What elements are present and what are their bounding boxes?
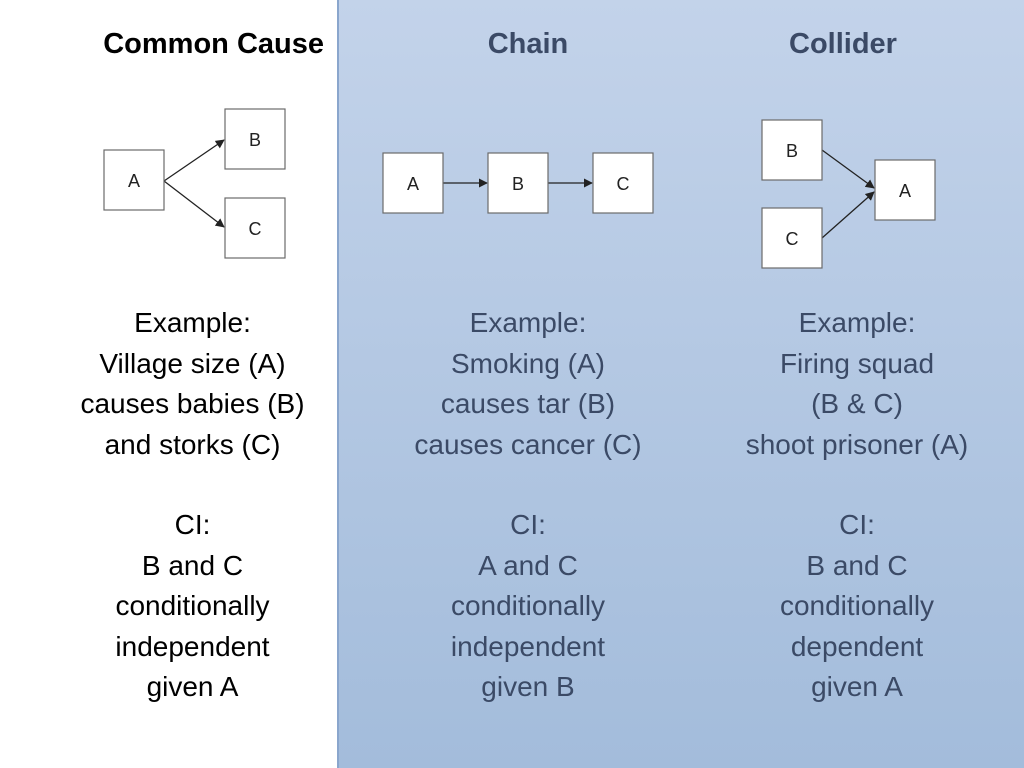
svg-text:C: C: [786, 229, 799, 249]
example-text: Example: Smoking (A) causes tar (B) caus…: [378, 303, 678, 465]
example-line: and storks (C): [104, 428, 281, 460]
heading-common-cause: Common Cause: [103, 28, 324, 60]
ci-text: CI: B and C conditionally independent gi…: [40, 505, 345, 708]
svg-text:B: B: [786, 141, 798, 161]
svg-text:B: B: [512, 174, 524, 194]
edge-a-to-c: [163, 180, 225, 228]
example-line: shoot prisoner (A): [745, 428, 969, 460]
ci-line: given B: [481, 671, 575, 702]
example-line: (B & C): [811, 388, 903, 419]
example-line: causes babies (B): [80, 388, 305, 419]
column-chain: Chain Example: Smoking (A) causes tar (B…: [378, 0, 678, 768]
example-text: Example: Village size (A) causes babies …: [40, 303, 345, 465]
node-b: B: [487, 152, 549, 214]
svg-text:A: A: [128, 171, 140, 191]
ci-line: CI:: [839, 509, 875, 540]
example-line: Firing squad: [779, 347, 935, 379]
edge-a-to-b: [163, 139, 225, 182]
ci-line: independent: [115, 630, 270, 662]
ci-line: given A: [811, 671, 903, 702]
edge-c-to-a: [821, 191, 875, 239]
svg-text:C: C: [249, 219, 262, 239]
node-c: C: [592, 152, 654, 214]
node-a: A: [382, 152, 444, 214]
svg-text:C: C: [617, 174, 630, 194]
ci-text: CI: B and C conditionally dependent give…: [712, 505, 1002, 708]
collider-diagram: B C A: [761, 119, 936, 269]
node-b: B: [761, 119, 823, 181]
example-line: Example:: [469, 307, 587, 338]
ci-line: B and C: [141, 549, 244, 581]
ci-line: conditionally: [450, 590, 606, 621]
node-b: B: [224, 108, 286, 170]
ci-line: B and C: [806, 549, 908, 581]
ci-text: CI: A and C conditionally independent gi…: [378, 505, 678, 708]
ci-line: conditionally: [115, 590, 270, 621]
ci-line: independent: [450, 630, 606, 662]
node-a: A: [874, 159, 936, 221]
example-line: Example:: [798, 307, 916, 338]
example-text: Example: Firing squad (B & C) shoot pris…: [712, 303, 1002, 465]
example-line: causes tar (B): [440, 388, 616, 419]
shaded-panel: [337, 0, 1024, 768]
ci-line: conditionally: [779, 590, 935, 621]
ci-line: given A: [146, 671, 239, 702]
node-c: C: [761, 207, 823, 269]
svg-text:A: A: [407, 174, 419, 194]
ci-line: CI:: [510, 509, 546, 540]
example-line: Village size (A): [99, 347, 286, 379]
svg-text:B: B: [249, 130, 261, 150]
example-line: Example:: [134, 307, 251, 338]
example-line: Smoking (A): [450, 347, 606, 379]
chain-diagram: A B C: [382, 152, 654, 214]
common-cause-diagram: A B C: [103, 108, 286, 259]
ci-line: dependent: [790, 630, 924, 662]
heading-collider: Collider: [789, 28, 897, 60]
node-c: C: [224, 197, 286, 259]
ci-line: CI:: [174, 509, 211, 540]
example-line: causes cancer (C): [414, 428, 642, 460]
svg-text:A: A: [899, 181, 911, 201]
edge-b-to-a: [821, 149, 875, 189]
heading-chain: Chain: [487, 28, 569, 60]
column-collider: Collider Example: Firing squad (B & C) s…: [712, 0, 1002, 768]
column-common-cause: Common Cause Example: Village size (A) c…: [40, 0, 345, 768]
ci-line: A and C: [478, 549, 578, 581]
node-a: A: [103, 149, 165, 211]
